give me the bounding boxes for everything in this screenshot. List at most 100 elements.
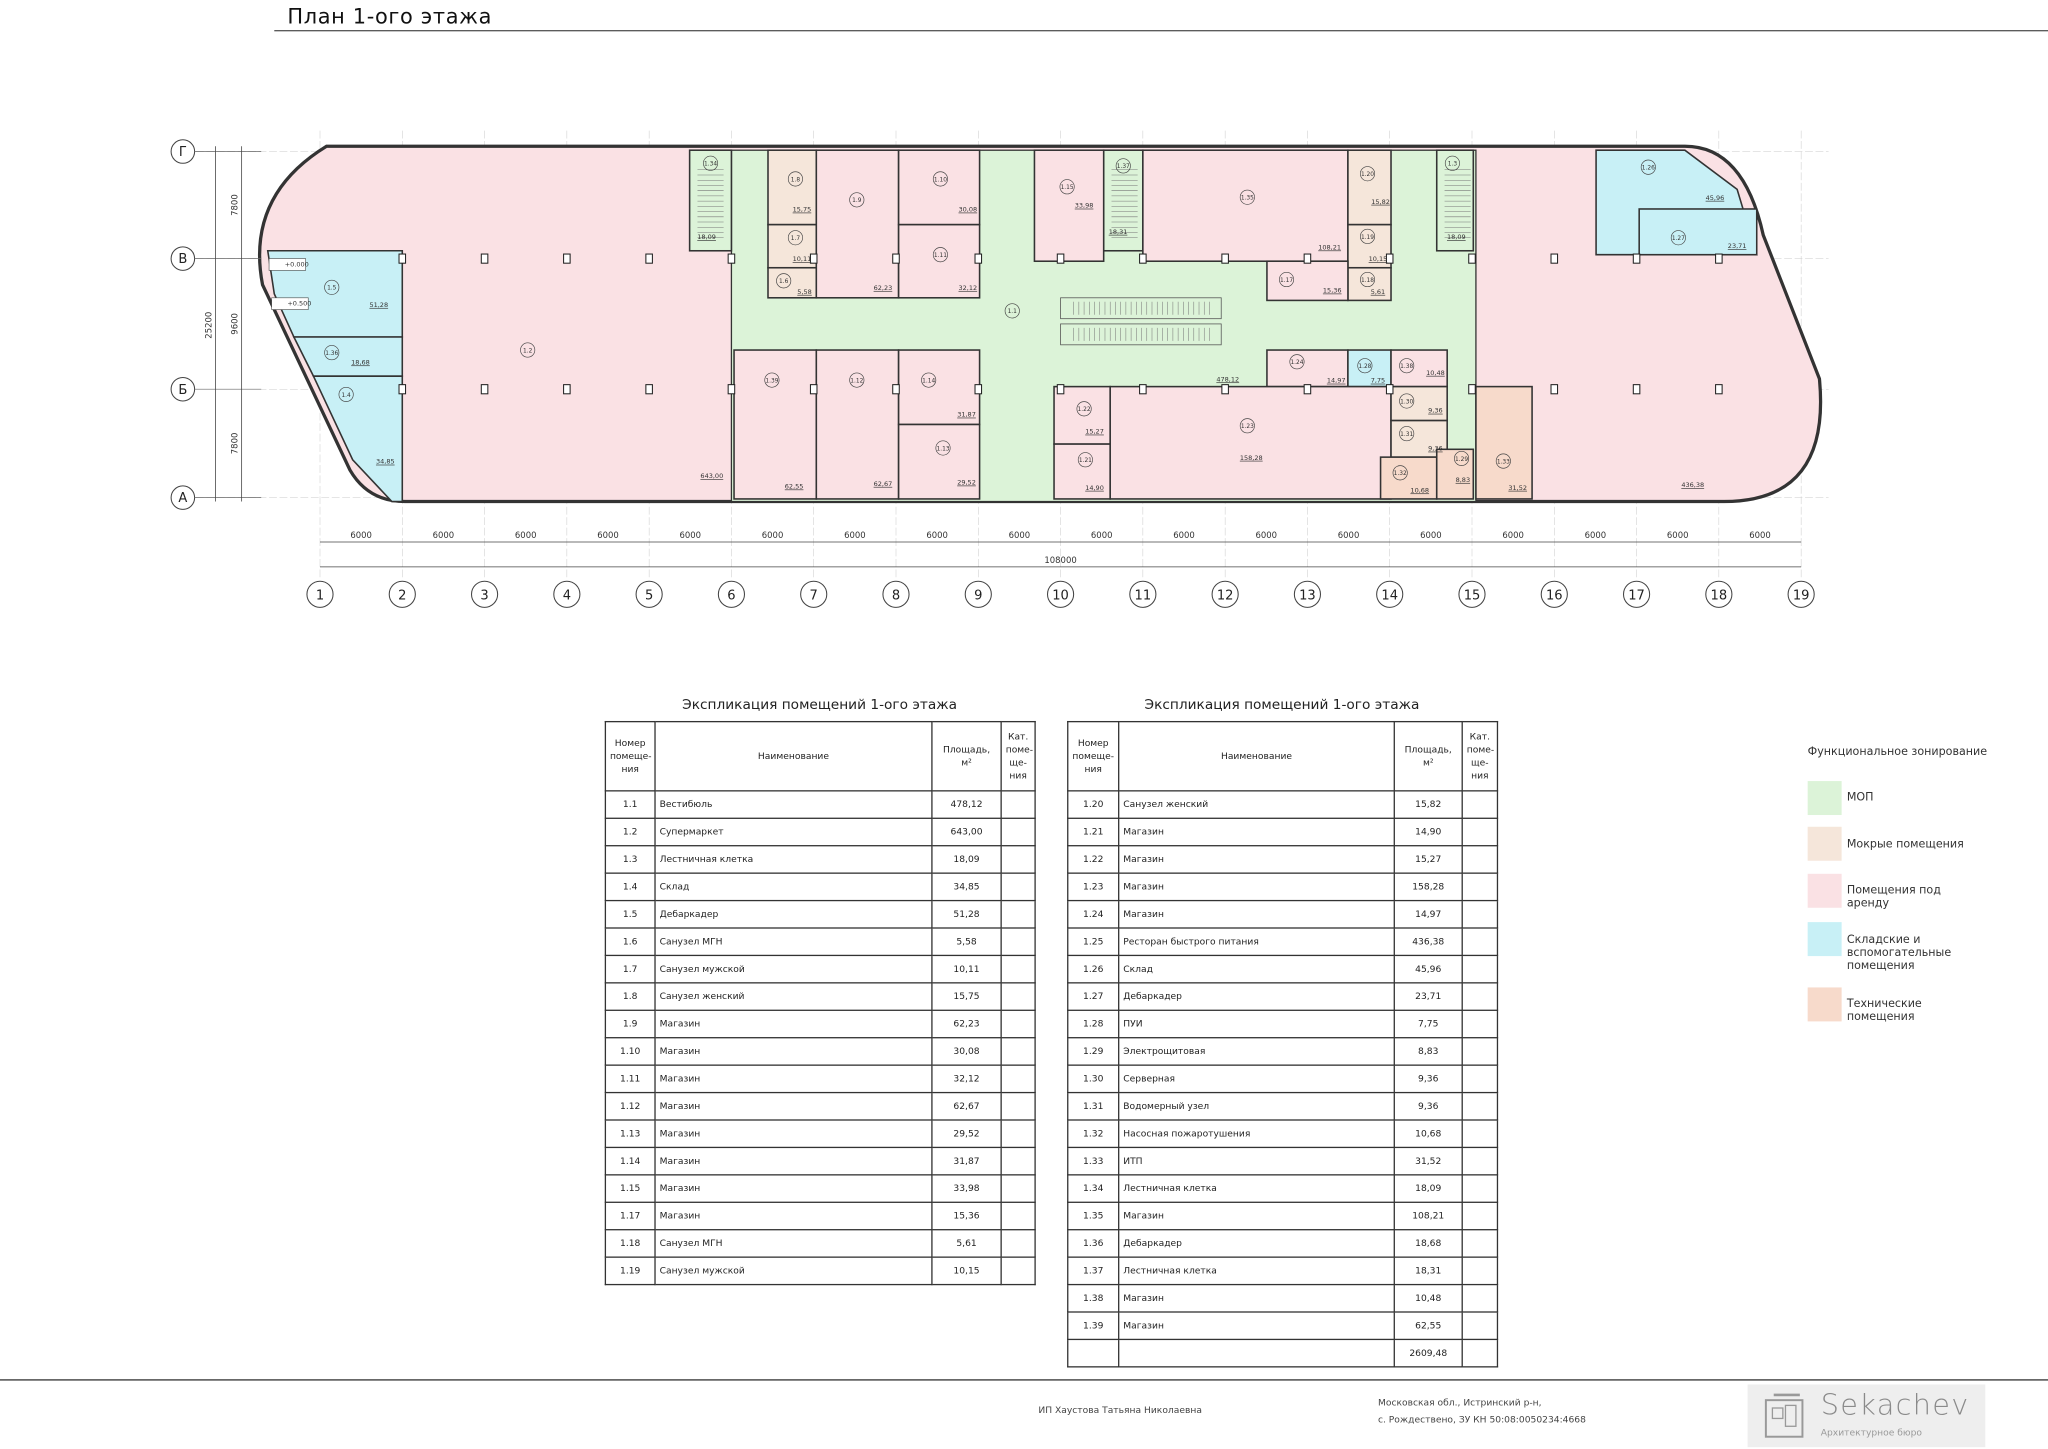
structural-column: [645, 384, 653, 395]
room-number: 1.17: [1280, 278, 1293, 284]
column-axis-label: 13: [1299, 589, 1316, 604]
room-number-circle: [1115, 158, 1131, 174]
room-number: 1.33: [1497, 459, 1510, 465]
column-axis-label: 17: [1628, 589, 1645, 604]
room-number: 1.7: [791, 236, 801, 242]
column-axis-circle: [1211, 580, 1239, 608]
room-area: 10,15: [931, 1256, 1002, 1286]
logo-name: Sekachev: [1820, 1389, 1970, 1423]
room-name: Насосная пожаротушения: [1118, 1119, 1395, 1149]
room-number-circle: [935, 440, 951, 456]
room-area: 18,68: [351, 358, 370, 366]
room-category: [1000, 790, 1036, 819]
structural-column: [1221, 253, 1229, 264]
column-header: Наименование: [654, 720, 933, 792]
structural-column: [809, 384, 818, 395]
room-number: 1.18: [1361, 278, 1374, 284]
column-axis-circle: [1787, 580, 1815, 608]
room-area: 158,28: [1240, 454, 1263, 462]
room-name: Санузел мужской: [654, 954, 933, 984]
room-area: 29,52: [957, 479, 976, 487]
room-number: 1.9: [852, 198, 862, 204]
empty-cell: [1118, 1338, 1395, 1368]
legend-title: Функциональное зонирование: [1807, 745, 1988, 759]
room-number: 1.28: [1358, 364, 1371, 370]
structural-column: [398, 253, 407, 264]
table-2-title: Экспликация помещений 1-ого этажа: [1144, 697, 1420, 714]
room-area: 23,71: [1393, 982, 1463, 1011]
structural-column: [563, 384, 571, 395]
room-number: 1.37: [1067, 1256, 1120, 1286]
room-number-circle: [787, 230, 803, 246]
room-category: [1000, 1009, 1036, 1039]
legend-swatch-storage: [1807, 922, 1842, 957]
room-number-circle: [849, 192, 865, 208]
room-1-6: [767, 266, 818, 299]
room-1-18: [1347, 266, 1392, 302]
structural-column: [1632, 384, 1641, 395]
room-1-38: [1390, 349, 1448, 388]
column-axis-label: 2: [398, 589, 406, 604]
room-area: 10,68: [1393, 1119, 1463, 1149]
room-area: 62,67: [874, 480, 893, 488]
room-category: [1461, 1091, 1499, 1121]
room-area: 14,90: [1393, 817, 1463, 847]
room-1-9: [815, 149, 900, 299]
room-number-circle: [1399, 358, 1415, 374]
column-axis-circle: [635, 580, 663, 608]
owner-name: ИП Хаустова Татьяна Николаевна: [1038, 1405, 1202, 1416]
structural-column: [892, 384, 900, 395]
room-number: 1.4: [604, 872, 656, 902]
room-area: 15,27: [1393, 845, 1463, 874]
level-mark: +0.000: [285, 260, 309, 268]
room-1-15: [1033, 149, 1105, 263]
room-number-circle: [932, 247, 948, 263]
room-category: [1000, 845, 1036, 874]
structural-column: [563, 253, 571, 264]
room-number: 1.38: [1067, 1283, 1120, 1313]
room-1-4: [312, 375, 404, 503]
room-number-circle: [1399, 426, 1415, 442]
room-area: 18,31: [1109, 228, 1128, 236]
room-number: 1.30: [1400, 399, 1413, 405]
column-axis-label: 10: [1052, 589, 1069, 604]
room-name: Магазин: [1118, 1283, 1395, 1313]
span-dimension: 6000: [350, 530, 372, 540]
room-area: 15,75: [793, 206, 812, 214]
column-header: Кат. поме-ще-ния: [1461, 720, 1499, 792]
structural-column: [1303, 253, 1312, 264]
room-area: 15,75: [931, 982, 1002, 1011]
structural-column: [1385, 384, 1394, 395]
room-category: [1461, 982, 1499, 1011]
room-number: 1.19: [1361, 235, 1374, 241]
legend-label-tech: Технические помещения: [1846, 997, 1922, 1024]
room-number: 1.10: [604, 1037, 656, 1066]
room-number: 1.26: [1067, 954, 1120, 984]
room-category: [1000, 1146, 1036, 1176]
room-number-circle: [1004, 303, 1020, 319]
room-number: 1.12: [604, 1091, 656, 1121]
escalator: [1060, 323, 1222, 346]
room-1-34: [688, 149, 733, 252]
room-area: 45,96: [1393, 954, 1463, 984]
room-area: 31,87: [931, 1146, 1002, 1176]
room-number: 1.5: [327, 286, 337, 292]
room-name: Лестничная клетка: [1118, 1256, 1395, 1286]
room-area: 10,11: [793, 255, 812, 263]
column-axis-circle: [800, 580, 828, 608]
structural-column: [1468, 384, 1476, 395]
structural-column: [1715, 253, 1723, 264]
column-axis-circle: [470, 580, 499, 608]
span-dimension: 6000: [1091, 530, 1113, 540]
level-mark-box: [268, 258, 306, 271]
room-number-circle: [1077, 452, 1093, 468]
column-header: Площадь, м²: [1393, 720, 1463, 792]
row-axis-label: В: [178, 252, 187, 267]
